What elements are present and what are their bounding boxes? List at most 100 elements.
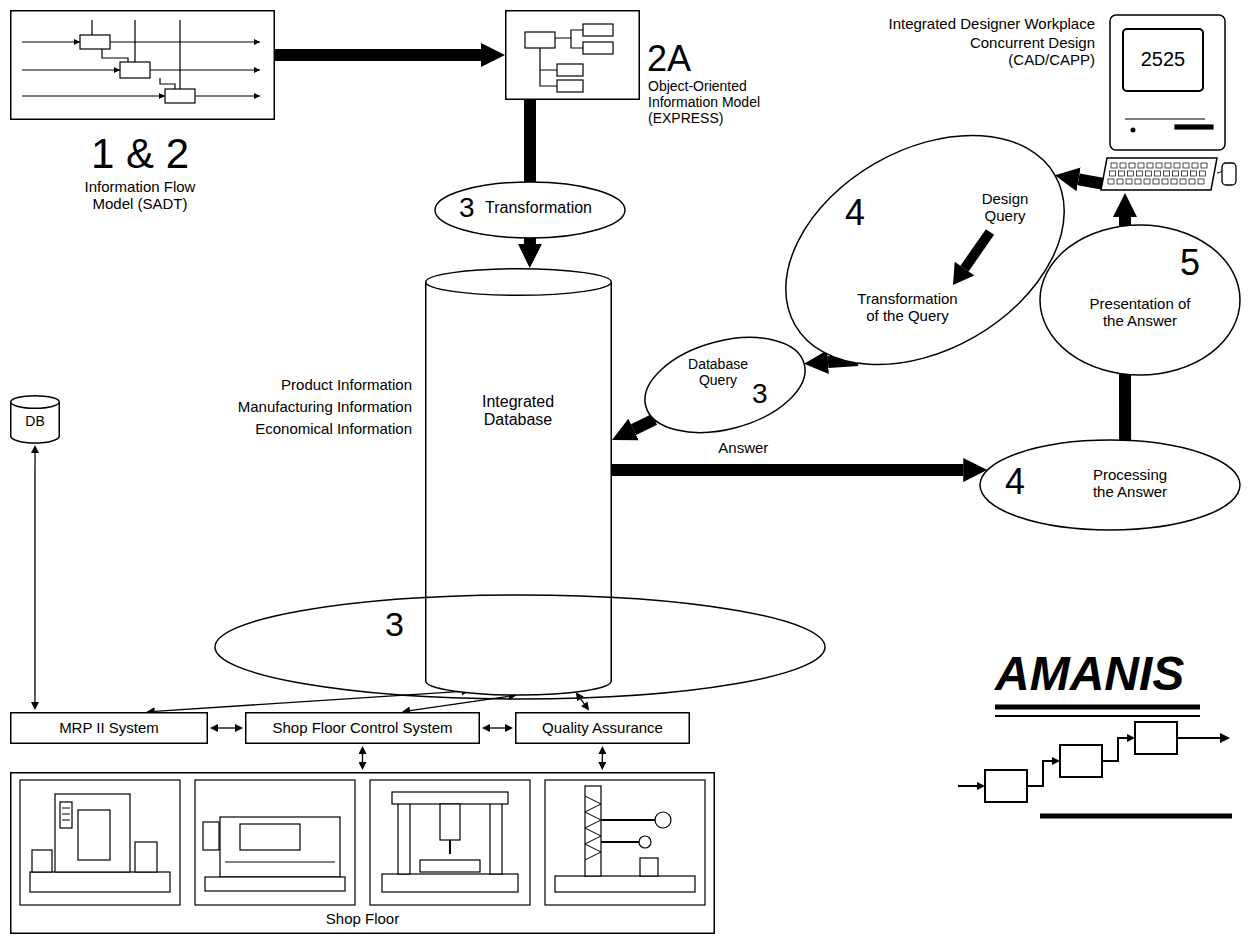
- disk-slot: [1175, 125, 1213, 129]
- callout-number: 2A: [647, 38, 707, 79]
- node-text: Quality Assurance: [515, 719, 690, 736]
- shape-outline: [785, 140, 1065, 360]
- logo-mark: [958, 707, 1232, 816]
- key: [1129, 163, 1135, 168]
- workstation: Integrated Designer WorkplaceConcurrent …: [1105, 15, 1235, 193]
- machine-frame: [20, 780, 180, 905]
- node-text: Integrated Designer Workplace: [855, 15, 1095, 32]
- node-text: Shop Floor: [10, 910, 715, 927]
- ellipse-border: [1040, 225, 1240, 375]
- arrowhead: [74, 39, 80, 45]
- cylinder-body: [426, 282, 612, 695]
- arrowhead: [159, 93, 165, 99]
- node-text: Shop Floor Control System: [245, 719, 480, 736]
- box-border: [11, 11, 275, 120]
- flow-arrow: [1119, 374, 1131, 440]
- activity-box: [165, 89, 195, 103]
- flow-arrow: [634, 419, 655, 429]
- entity-box: [583, 42, 613, 54]
- system-box: Quality Assurance: [515, 712, 690, 744]
- step-ellipse: 4Design QueryTransformation of the Query: [785, 140, 1065, 360]
- shape-outline: [1105, 15, 1235, 193]
- key: [1164, 171, 1170, 176]
- activity-box: [80, 35, 110, 49]
- side-label: Economical Information: [200, 420, 412, 437]
- screen: [1123, 29, 1203, 91]
- cmm-arm: [601, 819, 655, 821]
- key: [1174, 163, 1180, 168]
- shop-floor-box: Shop Floor: [10, 772, 715, 934]
- logo-wire: [1102, 738, 1129, 761]
- node-text: Information Flow Model (SADT): [75, 178, 205, 213]
- data-link: [218, 727, 235, 728]
- entity-box: [557, 80, 583, 92]
- node-text: Transformation of the Query: [850, 290, 965, 325]
- key: [1126, 179, 1132, 184]
- cmm-probe: [655, 812, 671, 828]
- logo-bar: [1040, 814, 1232, 819]
- shape-outline: [425, 268, 612, 695]
- logo-arrowhead: [1220, 733, 1230, 743]
- key: [1137, 171, 1143, 176]
- arrowhead: [953, 262, 974, 285]
- key: [1180, 179, 1186, 184]
- ellipse-border: [435, 182, 625, 238]
- panel-lines: [62, 808, 70, 820]
- cmm-base: [555, 876, 695, 892]
- power-light: [1131, 128, 1136, 133]
- arrowhead: [254, 67, 260, 73]
- logo-arrowhead: [1052, 757, 1060, 765]
- node-text: DB: [10, 413, 60, 429]
- box-border: [11, 773, 715, 934]
- callout-number: 1 & 2: [75, 130, 205, 178]
- step-ellipse: 4Processing the Answer: [980, 440, 1240, 530]
- data-link: [581, 699, 585, 704]
- callout-number: 3: [752, 380, 774, 408]
- shape-outline: [505, 10, 640, 100]
- mill-tool: [449, 840, 451, 854]
- logo-box: [1060, 745, 1102, 777]
- mill-column: [398, 802, 410, 874]
- data-link: [362, 754, 363, 762]
- keyboard: [1101, 158, 1217, 190]
- step-ellipse: 3: [215, 595, 825, 700]
- node-text: Integrated Database: [468, 393, 568, 430]
- key: [1128, 171, 1134, 176]
- key: [1189, 179, 1195, 184]
- key: [1120, 163, 1126, 168]
- lathe-line: [225, 862, 335, 863]
- system-box: MRP II System: [10, 712, 208, 744]
- machine-body: [55, 794, 130, 872]
- flow-arrow: [524, 238, 536, 244]
- model-box: 1 & 2Information Flow Model (SADT): [10, 10, 275, 120]
- machine-door: [78, 810, 110, 860]
- edge-label: Answer: [715, 439, 771, 456]
- lathe-control: [203, 822, 219, 850]
- mill-base: [382, 874, 518, 892]
- callout-number: 4: [845, 195, 875, 231]
- flow-arrow: [612, 464, 963, 476]
- key: [1144, 179, 1150, 184]
- mill-beam: [392, 792, 508, 804]
- key: [1183, 163, 1189, 168]
- shape-outline: [10, 10, 275, 120]
- feeder: [32, 850, 52, 872]
- mill-table: [420, 860, 480, 872]
- key: [1182, 171, 1188, 176]
- logo-box: [985, 770, 1027, 802]
- query-arrow: [965, 232, 991, 269]
- arrowhead: [114, 67, 120, 73]
- box-border: [246, 713, 480, 744]
- key: [1192, 163, 1198, 168]
- key: [1165, 163, 1171, 168]
- step-ellipse: 5Presentation of the Answer: [1040, 225, 1240, 375]
- logo-arrowhead: [1127, 734, 1135, 742]
- logo-wire: [1177, 737, 1222, 739]
- key: [1155, 171, 1161, 176]
- key: [1146, 171, 1152, 176]
- flow-arrow: [1119, 217, 1131, 226]
- logo-arrowhead: [977, 782, 985, 790]
- mouse: [1222, 163, 1236, 185]
- system-box: Shop Floor Control System: [245, 712, 480, 744]
- callout-number: 3: [459, 194, 481, 222]
